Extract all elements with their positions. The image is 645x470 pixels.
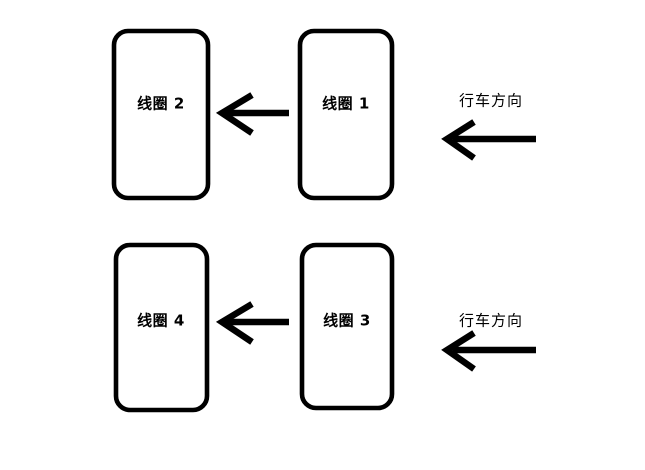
arrow-between-row1 xyxy=(215,92,289,136)
arrow-travel-row1 xyxy=(441,119,536,161)
arrow-travel-row2 xyxy=(441,330,536,372)
coil-label-2: 线圈 2 xyxy=(137,94,185,113)
coil-label-3: 线圈 3 xyxy=(323,311,371,330)
direction-label-row2: 行车方向 xyxy=(458,311,524,330)
coil-box-2[interactable] xyxy=(111,28,211,201)
coil-box-4[interactable] xyxy=(113,242,210,413)
arrow-between-row2 xyxy=(215,301,289,345)
coil-label-1: 线圈 1 xyxy=(322,94,370,113)
coil-box-3[interactable] xyxy=(299,242,395,411)
direction-label-row1: 行车方向 xyxy=(458,91,524,110)
coil-box-1[interactable] xyxy=(297,28,395,201)
coil-label-4: 线圈 4 xyxy=(137,311,185,330)
